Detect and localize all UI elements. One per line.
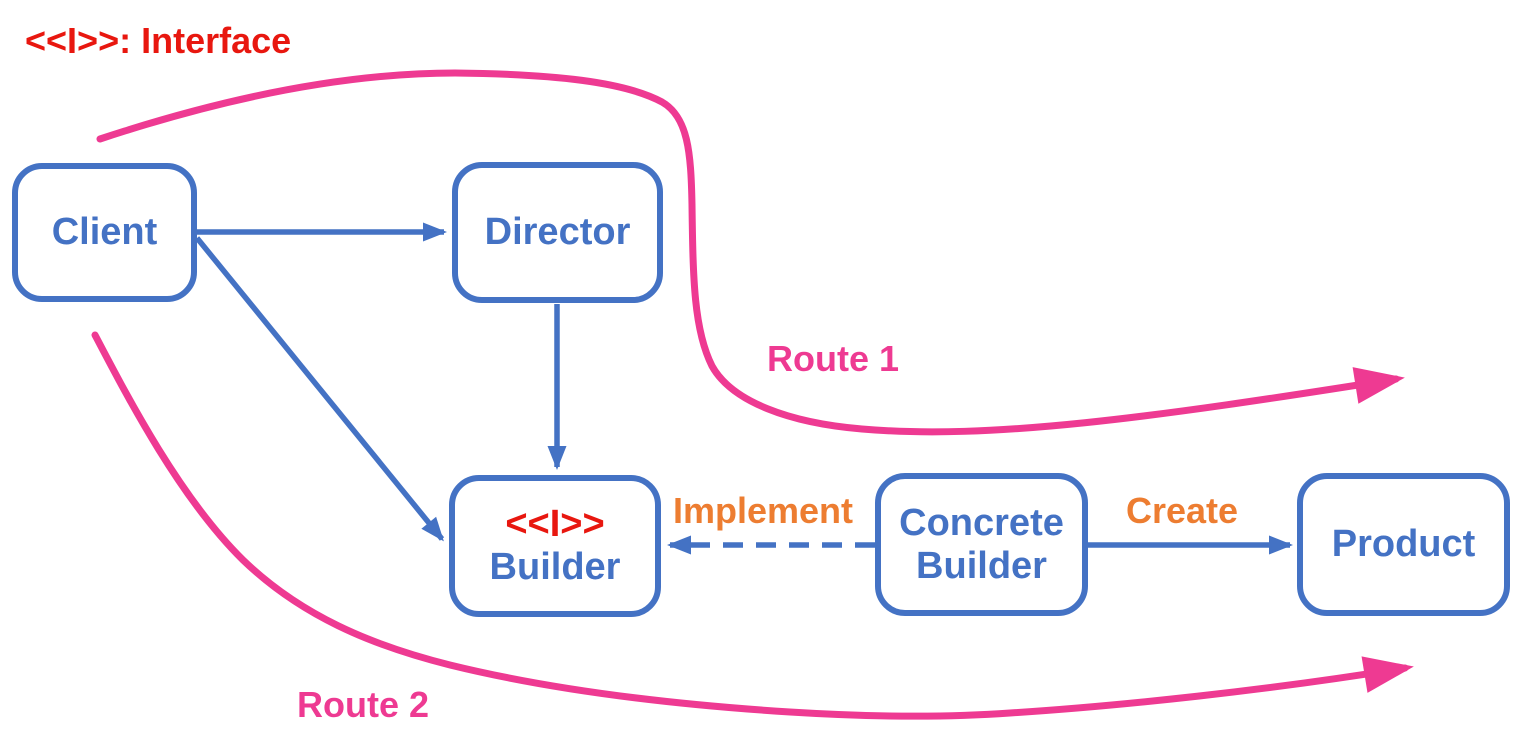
implement-edge-label: Implement <box>673 490 854 531</box>
director-box: Director <box>452 162 663 303</box>
builder-stereotype: <<I>> <box>505 503 605 546</box>
route1-curve <box>96 69 1405 436</box>
route2-label: Route 2 <box>297 684 430 725</box>
product-label: Product <box>1331 523 1476 566</box>
product-box: Product <box>1297 473 1510 616</box>
client-box: Client <box>12 163 197 302</box>
interface-legend: <<I>>: Interface <box>25 20 292 61</box>
builder-label: Builder <box>489 546 621 588</box>
builder-box: <<I>> Builder <box>449 475 661 617</box>
route2-curve <box>91 331 1414 720</box>
create-edge-label: Create <box>1126 490 1239 531</box>
route1-label: Route 1 <box>767 338 900 379</box>
director-label: Director <box>484 211 631 254</box>
client-builder-arrow <box>194 236 445 542</box>
client-label: Client <box>51 211 158 254</box>
concrete-builder-box: Concrete Builder <box>875 473 1088 616</box>
concrete-builder-label: Concrete Builder <box>899 501 1064 587</box>
